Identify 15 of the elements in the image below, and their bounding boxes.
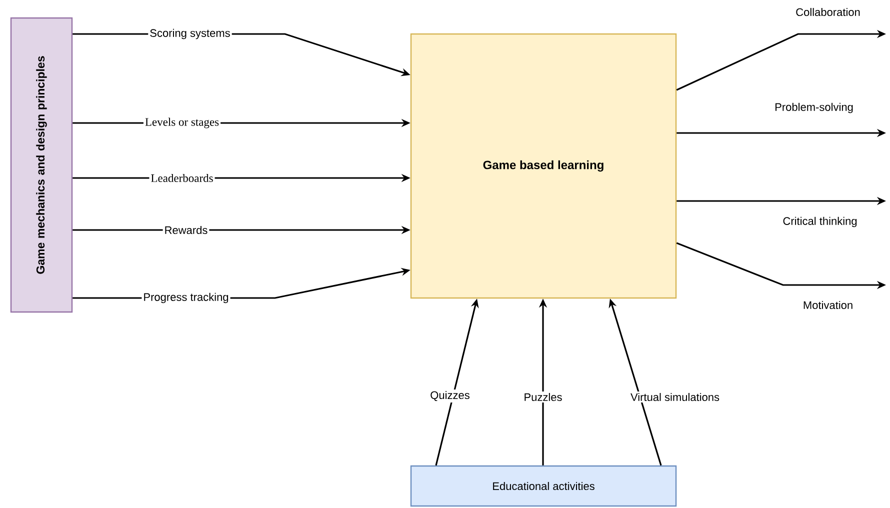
edge-label: Leaderboards xyxy=(149,172,215,184)
edge-label: Rewards xyxy=(162,224,210,236)
edge-label: Quizzes xyxy=(428,389,472,403)
edge-label: Motivation xyxy=(804,300,852,310)
edge-label: Problem-solving xyxy=(776,102,853,114)
edge-label: Virtual simulations xyxy=(628,391,722,403)
edge-label: Scoring systems xyxy=(148,27,232,41)
process-box: Game based learning xyxy=(410,33,677,299)
process-box: Educational activities xyxy=(410,465,677,507)
edge-label: Critical thinking xyxy=(783,216,857,228)
edge-label: Levels or stages xyxy=(143,116,221,130)
category-box: Game mechanics and design principles xyxy=(10,17,73,313)
edge-label: Progress tracking xyxy=(142,291,230,305)
edge-label: Puzzles xyxy=(522,391,564,403)
edge-label: Collaboration xyxy=(796,8,860,16)
